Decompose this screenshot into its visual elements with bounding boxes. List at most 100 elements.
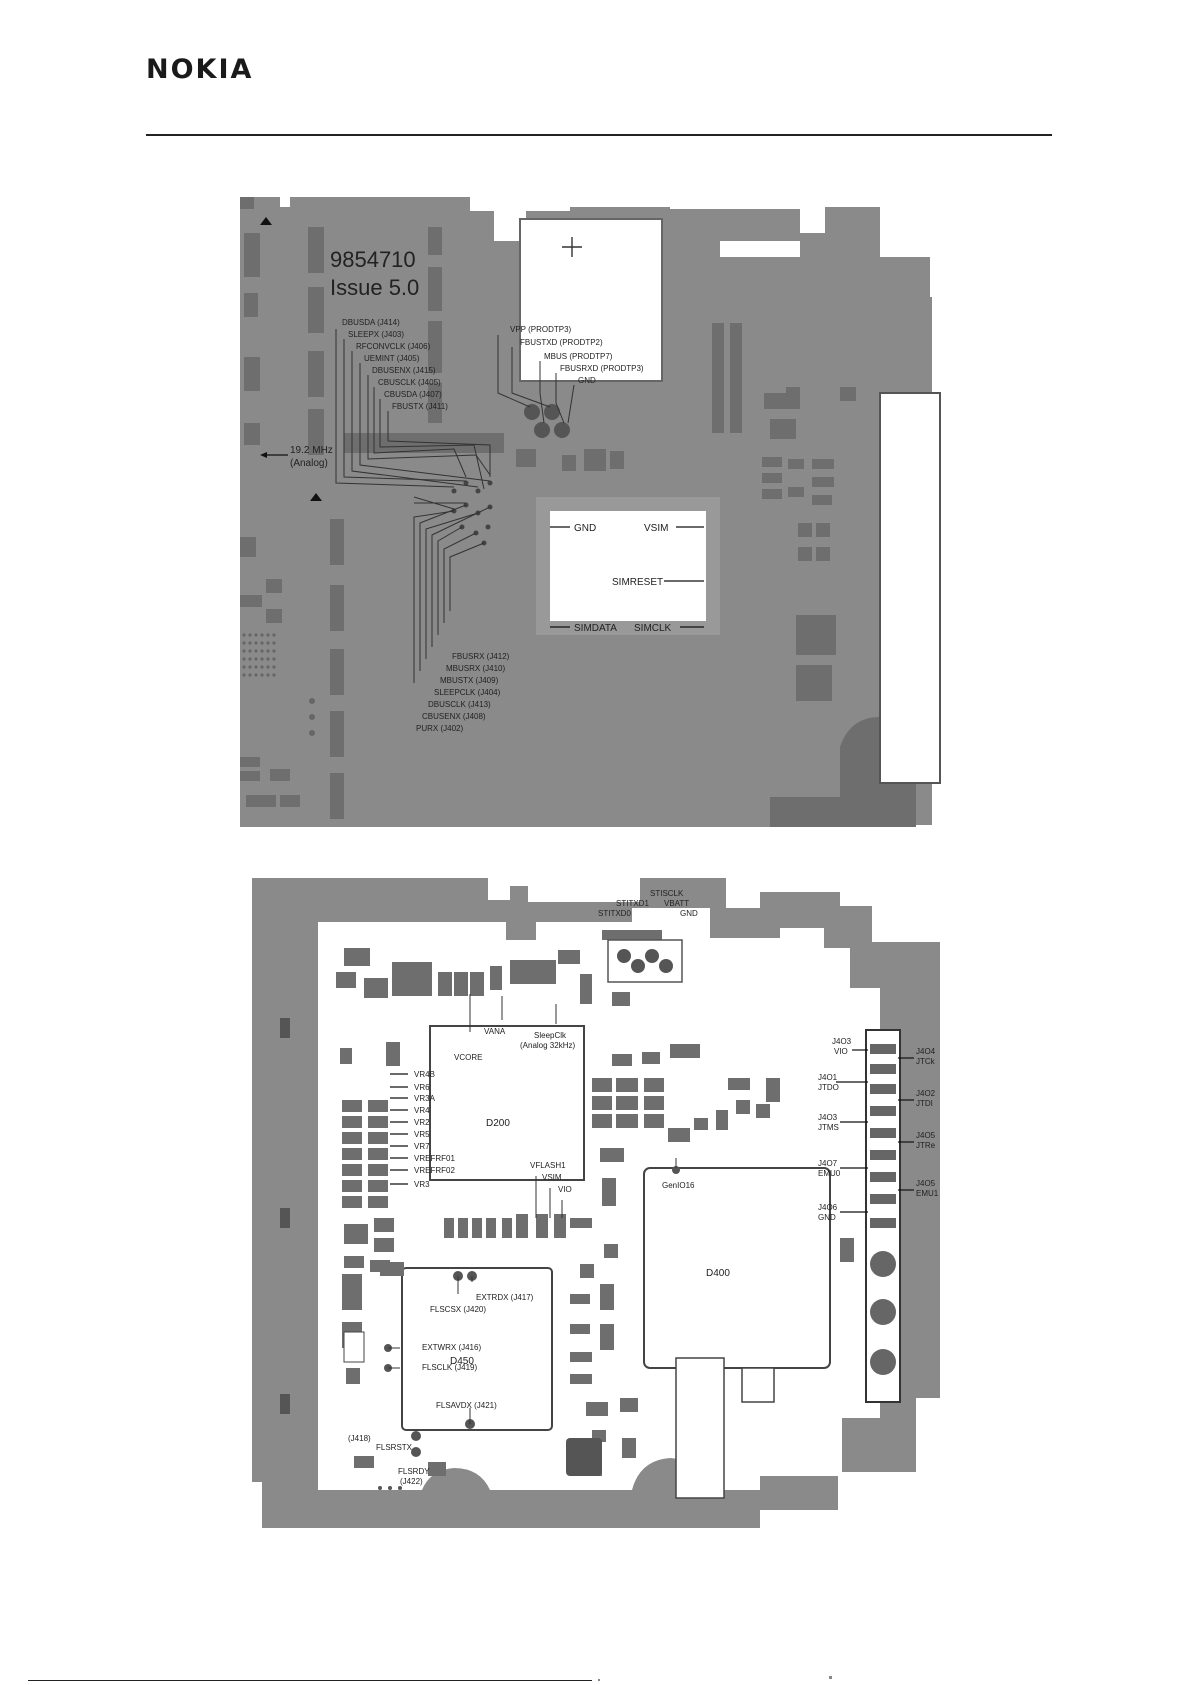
tp-emu1-id: J4O5 bbox=[916, 1179, 936, 1188]
tp-jtdi-name: JTDI bbox=[916, 1099, 933, 1108]
tp-gnd-name: GND bbox=[818, 1213, 836, 1222]
top-left-leader-lines bbox=[335, 329, 491, 510]
tp-j418: (J418) bbox=[348, 1434, 371, 1443]
sim-arrows bbox=[550, 526, 704, 628]
fiducial-triangle-mid bbox=[310, 493, 322, 501]
tp-jtck-id: J4O4 bbox=[916, 1047, 936, 1056]
d200-left-arrows bbox=[390, 1073, 408, 1185]
nokia-logo: NOKIA bbox=[146, 54, 254, 85]
pin-vrefrf01: VREFRF01 bbox=[414, 1154, 455, 1163]
tp-jtdi-id: J4O2 bbox=[916, 1089, 936, 1098]
pin-vr3: VR3 bbox=[414, 1180, 430, 1189]
pin-vr4b: VR4B bbox=[414, 1070, 435, 1079]
pin-vrefrf02: VREFRF02 bbox=[414, 1166, 455, 1175]
sleepclk-line1: SleepClk bbox=[534, 1031, 567, 1040]
tp-j422: (J422) bbox=[400, 1477, 423, 1486]
left-vertical-band bbox=[240, 197, 310, 827]
top-board-diagram: 9854710 Issue 5.0 DBUSDA (J414) SLEEPX (… bbox=[240, 197, 941, 827]
sim-gnd-label: GND bbox=[574, 523, 596, 534]
tp-flsrstx: FLSRSTX bbox=[376, 1443, 413, 1452]
top-bottom-leader-lines bbox=[413, 504, 491, 683]
tp-vpp: VPP (PRODTP3) bbox=[510, 325, 572, 334]
tp-sleepx: SLEEPX (J403) bbox=[348, 330, 404, 339]
tp-emu0-id: J4O7 bbox=[818, 1159, 838, 1168]
tp-jtms-id: J4O3 bbox=[818, 1113, 838, 1122]
d200-bottom-leaders bbox=[388, 994, 677, 1424]
tp-cbusda: CBUSDA (J407) bbox=[384, 390, 442, 399]
tp-stitxd1: STITXD1 bbox=[616, 899, 649, 908]
clock-label-line2: (Analog) bbox=[290, 458, 328, 469]
part-number: 9854710 bbox=[330, 247, 416, 272]
prod-test-pads bbox=[524, 404, 570, 438]
tp-gnd-prod: GND bbox=[578, 376, 596, 385]
pin-vr5: VR5 bbox=[414, 1130, 430, 1139]
tp-fbusrxd: FBUSRXD (PRODTP3) bbox=[560, 364, 644, 373]
battery-connector bbox=[519, 218, 663, 382]
tp-mbus: MBUS (PRODTP7) bbox=[544, 352, 613, 361]
header-rule bbox=[146, 134, 1052, 136]
pin-vr6: VR6 bbox=[414, 1083, 430, 1092]
prod-leader-lines bbox=[497, 335, 575, 424]
top-test-pads bbox=[617, 949, 673, 973]
tp-vio-name: VIO bbox=[834, 1047, 848, 1056]
connector-ic bbox=[675, 1357, 725, 1499]
small-ic-2 bbox=[343, 1331, 365, 1363]
footer-mark bbox=[598, 1679, 600, 1681]
tp-jtck-name: JTCk bbox=[916, 1057, 936, 1066]
tp-dbusenx: DBUSENX (J415) bbox=[372, 366, 436, 375]
clock-label-line1: 19.2 MHz bbox=[290, 445, 333, 456]
vana-label: VANA bbox=[484, 1027, 506, 1036]
footer-mark-2 bbox=[829, 1676, 832, 1679]
top-components bbox=[240, 227, 856, 819]
tp-gnd-id: J4O6 bbox=[818, 1203, 838, 1212]
top-right-band bbox=[642, 207, 930, 289]
tp-flsclk: FLSCLK (J419) bbox=[422, 1363, 477, 1372]
sim-simdata-label: SIMDATA bbox=[574, 623, 617, 634]
bga-pad-grid bbox=[242, 633, 315, 736]
sim-vsim-label: VSIM bbox=[644, 523, 668, 534]
tp-purx: PURX (J402) bbox=[416, 724, 463, 733]
right-tp-arrows bbox=[836, 1049, 914, 1213]
tp-stitxd0: STITXD0 bbox=[598, 909, 631, 918]
right-connector bbox=[879, 392, 941, 784]
d200-label: D200 bbox=[486, 1118, 510, 1129]
d400-chip bbox=[643, 1167, 831, 1369]
tp-dbusda: DBUSDA (J414) bbox=[342, 318, 400, 327]
tp-emu0-name: EMU0 bbox=[818, 1169, 841, 1178]
d400-label: D400 bbox=[706, 1268, 730, 1279]
top-edge-block bbox=[240, 197, 254, 209]
tp-cbusenx: CBUSENX (J408) bbox=[422, 712, 486, 721]
tp-jtre-id: J4O5 bbox=[916, 1131, 936, 1140]
small-ic bbox=[566, 1438, 602, 1476]
vio-label: VIO bbox=[558, 1185, 572, 1194]
tp-mbustx: MBUSTX (J409) bbox=[440, 676, 499, 685]
sim-simreset-label: SIMRESET bbox=[612, 577, 663, 588]
pin-vr7: VR7 bbox=[414, 1142, 430, 1151]
tp-extwrx: EXTWRX (J416) bbox=[422, 1343, 481, 1352]
d450-chip bbox=[401, 1267, 553, 1431]
fiducial-triangle-top bbox=[260, 217, 272, 225]
tp-jtms-name: JTMS bbox=[818, 1123, 839, 1132]
tp-vio-id: J4O3 bbox=[832, 1037, 852, 1046]
tp-extrdx: EXTRDX (J417) bbox=[476, 1293, 534, 1302]
vsim-label: VSIM bbox=[542, 1173, 562, 1182]
pin-vr4: VR4 bbox=[414, 1106, 430, 1115]
tp-cbusclk: CBUSCLK (J405) bbox=[378, 378, 441, 387]
crystal bbox=[741, 1367, 775, 1403]
tp-sleepclk: SLEEPCLK (J404) bbox=[434, 688, 501, 697]
d450-label: D450 bbox=[450, 1356, 474, 1367]
d200-chip bbox=[429, 1025, 585, 1181]
bottom-components bbox=[336, 930, 854, 1476]
bottom-board-diagram: STISCLK STITXD1 VBATT STITXD0 GND D200 V… bbox=[252, 878, 940, 1528]
tp-dbusclk: DBUSCLK (J413) bbox=[428, 700, 491, 709]
tp-vbatt: VBATT bbox=[664, 899, 689, 908]
tp-flscsx: FLSCSX (J420) bbox=[430, 1305, 486, 1314]
top-border-band bbox=[290, 197, 642, 259]
tp-emu1-name: EMU1 bbox=[916, 1189, 939, 1198]
vcore-label: VCORE bbox=[454, 1053, 482, 1062]
bottom-left-bump bbox=[424, 717, 670, 827]
tp-jtre-name: JTRe bbox=[916, 1141, 936, 1150]
sim-simclk-label: SIMCLK bbox=[634, 623, 672, 634]
sleepclk-line2: (Analog 32kHz) bbox=[520, 1041, 575, 1050]
tp-flsavdx: FLSAVDX (J421) bbox=[436, 1401, 497, 1410]
